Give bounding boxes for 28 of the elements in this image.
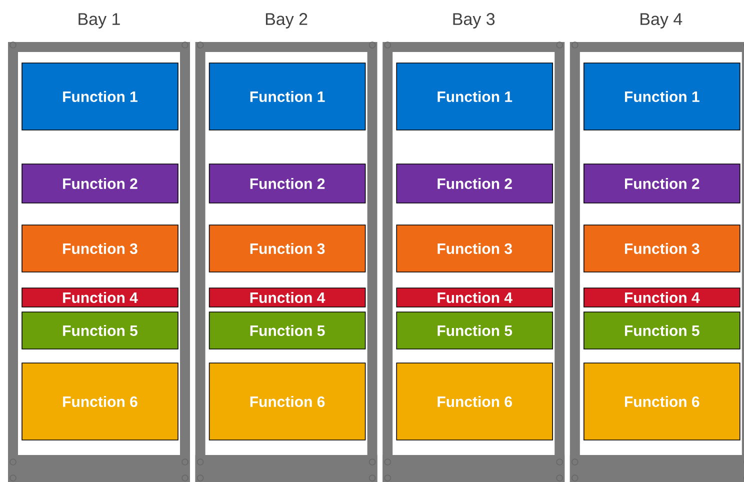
function-box: Function 3 — [22, 224, 178, 272]
node-label: Bay 1 — [78, 13, 120, 28]
function-box: Function 4 — [208, 288, 366, 308]
node-label: Bay 3 — [453, 13, 495, 28]
function-box: Function 5 — [396, 312, 553, 350]
node-label: Bay 2 — [266, 13, 308, 28]
function-box: Function 5 — [208, 312, 366, 350]
function-box: Function 2 — [22, 164, 178, 204]
function-box: Function 1 — [396, 62, 553, 130]
function-box: Function 4 — [396, 288, 553, 308]
function-box: Function 1 — [22, 62, 178, 130]
function-box: Function 3 — [208, 224, 366, 272]
function-box: Function 5 — [22, 312, 178, 350]
function-box: Function 3 — [396, 224, 553, 272]
function-box: Function 6 — [396, 362, 553, 440]
function-box: Function 2 — [208, 164, 366, 204]
function-box: Function 3 — [584, 224, 740, 272]
function-box: Function 4 — [584, 288, 740, 308]
function-box: Function 6 — [208, 362, 366, 440]
function-box: Function 6 — [584, 362, 740, 440]
node-label: Bay 4 — [640, 13, 682, 28]
function-box: Function 5 — [584, 312, 740, 350]
function-box: Function 1 — [584, 62, 740, 130]
function-box: Function 4 — [22, 288, 178, 308]
function-box: Function 1 — [208, 62, 366, 130]
function-box: Function 2 — [584, 164, 740, 204]
function-box: Function 2 — [396, 164, 553, 204]
function-box: Function 6 — [22, 362, 178, 440]
